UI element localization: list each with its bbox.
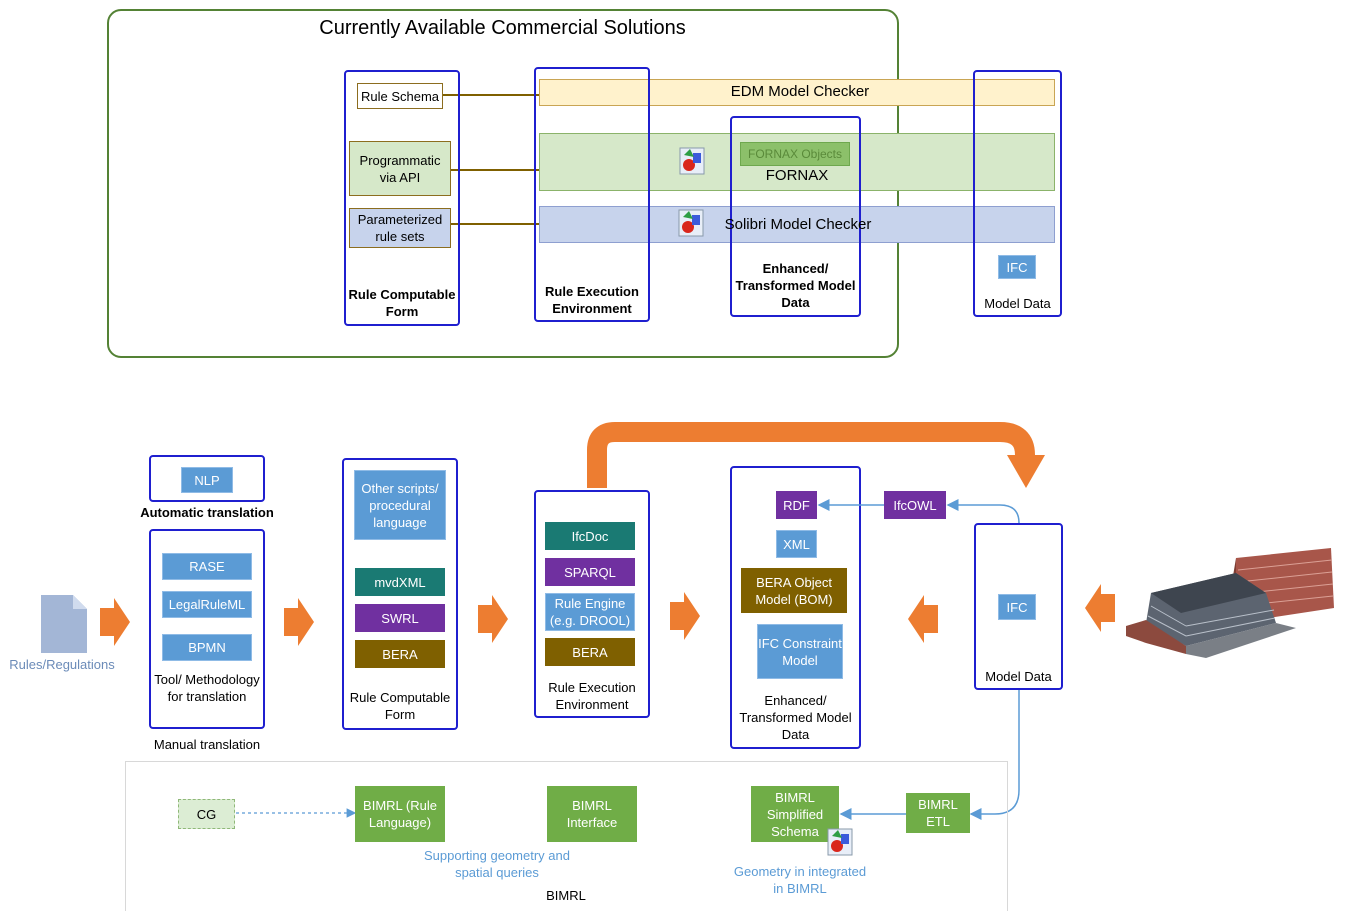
xml-chip: XML (776, 530, 817, 558)
ifcowl-chip: IfcOWL (884, 491, 946, 519)
supporting-geometry-label: Supporting geometry and spatial queries (424, 848, 570, 880)
top-rule-execution-label: Rule Execution Environment (545, 284, 639, 316)
automatic-translation-label: Automatic translation (140, 505, 274, 520)
swrl-chip: SWRL (355, 604, 445, 632)
parameterized-rule-sets-box: Parameterized rule sets (349, 208, 451, 248)
rule-schema-box: Rule Schema (357, 83, 443, 109)
top-model-data-label: Model Data (984, 296, 1051, 311)
geometry-integrated-label: Geometry in integrated in BIMRL (733, 864, 867, 896)
bimrl-frame (125, 761, 1008, 911)
programmatic-api-box: Programmatic via API (349, 141, 451, 196)
cg-chip: CG (178, 799, 235, 829)
bera-form-chip: BERA (355, 640, 445, 668)
solibri-label: Solibri Model Checker (724, 216, 872, 233)
flow-arrow-2 (284, 598, 314, 646)
model-data-label: Model Data (985, 669, 1052, 684)
bimrl-rule-language-chip: BIMRL (Rule Language) (355, 786, 445, 842)
bimrl-title: BIMRL (546, 888, 586, 903)
tool-methodology-label: Tool/ Methodology for translation (154, 672, 260, 704)
mvdxml-chip: mvdXML (355, 568, 445, 596)
rule-engine-chip: Rule Engine (e.g. DROOL) (545, 593, 635, 631)
flow-arrow-5 (908, 595, 938, 643)
bera-object-model-chip: BERA Object Model (BOM) (741, 568, 847, 613)
edm-model-checker-label: EDM Model Checker (730, 83, 870, 100)
rules-regulations-label: Rules/Regulations (9, 657, 115, 672)
top-enhanced-model-label: Enhanced/ Transformed Model Data (735, 261, 856, 310)
nlp-chip: NLP (181, 467, 233, 493)
manual-translation-label: Manual translation (153, 737, 261, 752)
top-rule-computable-form-label: Rule Computable Form (348, 287, 456, 319)
ifc-constraint-model-chip: IFC Constraint Model (757, 624, 843, 679)
rase-chip: RASE (162, 553, 252, 580)
rule-execution-label: Rule Execution Environment (548, 680, 636, 712)
bimrl-simplified-schema-chip: BIMRL Simplified Schema (751, 786, 839, 842)
top-ifc-chip: IFC (998, 255, 1036, 279)
bimrl-interface-chip: BIMRL Interface (547, 786, 637, 842)
top-enhanced-model-box (730, 116, 861, 317)
enhanced-model-label: Enhanced/ Transformed Model Data (739, 693, 852, 742)
bera-exec-chip: BERA (545, 638, 635, 666)
edm-model-checker-bar (539, 79, 1055, 106)
flow-arrow-3 (478, 595, 508, 643)
top-model-data-box (973, 70, 1062, 317)
building-model-image (1126, 548, 1334, 658)
bpmn-chip: BPMN (162, 634, 252, 661)
bimrl-app-icon (827, 828, 853, 856)
flow-arrow-4 (670, 592, 700, 640)
solibri-bar (539, 206, 1055, 243)
fornax-label: FORNAX (765, 167, 829, 184)
other-scripts-chip: Other scripts/ procedural language (354, 470, 446, 540)
ifcdoc-chip: IfcDoc (545, 522, 635, 550)
flow-arrow-6 (1085, 584, 1115, 632)
solibri-app-icon (678, 209, 704, 237)
rule-computable-form-label: Rule Computable Form (349, 690, 451, 722)
rdf-chip: RDF (776, 491, 817, 519)
commercial-solutions-title: Currently Available Commercial Solutions (319, 17, 686, 39)
document-icon (41, 595, 87, 653)
fornax-app-icon (679, 147, 705, 175)
sparql-chip: SPARQL (545, 558, 635, 586)
feedback-curved-arrow (587, 422, 1045, 488)
flow-arrow-1 (100, 598, 130, 646)
top-rule-execution-box (534, 67, 650, 322)
ifc-chip: IFC (998, 594, 1036, 620)
fornax-objects-chip: FORNAX Objects (740, 142, 850, 166)
top-rule-computable-form-box (344, 70, 460, 326)
bimrl-etl-chip: BIMRL ETL (906, 793, 970, 833)
legalruleml-chip: LegalRuleML (162, 591, 252, 618)
